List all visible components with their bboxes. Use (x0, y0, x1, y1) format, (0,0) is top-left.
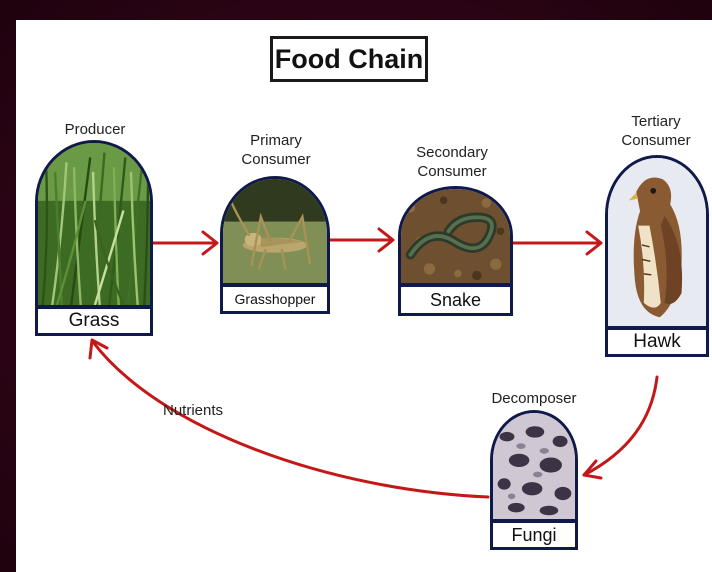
nutrients-label: Nutrients (163, 402, 223, 419)
snake-icon (401, 189, 510, 283)
grass-picture (35, 140, 153, 308)
grass-icon (38, 143, 150, 305)
role-label-producer: Producer (40, 120, 150, 139)
label-hawk: Hawk (605, 327, 709, 357)
node-grasshopper: Grasshopper (220, 176, 330, 314)
role-label-tertiary-consumer: Tertiary Consumer (598, 112, 712, 150)
label-grasshopper: Grasshopper (220, 284, 330, 314)
label-snake: Snake (398, 284, 513, 316)
fungi-icon (493, 413, 575, 519)
grasshopper-picture (220, 176, 330, 286)
node-grass: Grass (35, 140, 153, 336)
role-label-primary-consumer: Primary Consumer (218, 131, 334, 169)
diagram-title: Food Chain (270, 36, 428, 82)
snake-picture (398, 186, 513, 286)
grasshopper-icon (223, 179, 327, 283)
node-snake: Snake (398, 186, 513, 316)
fungi-picture (490, 410, 578, 522)
hawk-picture (605, 155, 709, 329)
node-hawk: Hawk (605, 155, 709, 357)
hawk-icon (608, 158, 706, 326)
label-grass: Grass (35, 306, 153, 336)
role-label-secondary-consumer: Secondary Consumer (394, 143, 510, 181)
label-fungi: Fungi (490, 520, 578, 550)
node-fungi: Fungi (490, 410, 578, 550)
arrow-fungi-to-grass (93, 342, 488, 497)
role-label-decomposer: Decomposer (476, 389, 592, 408)
